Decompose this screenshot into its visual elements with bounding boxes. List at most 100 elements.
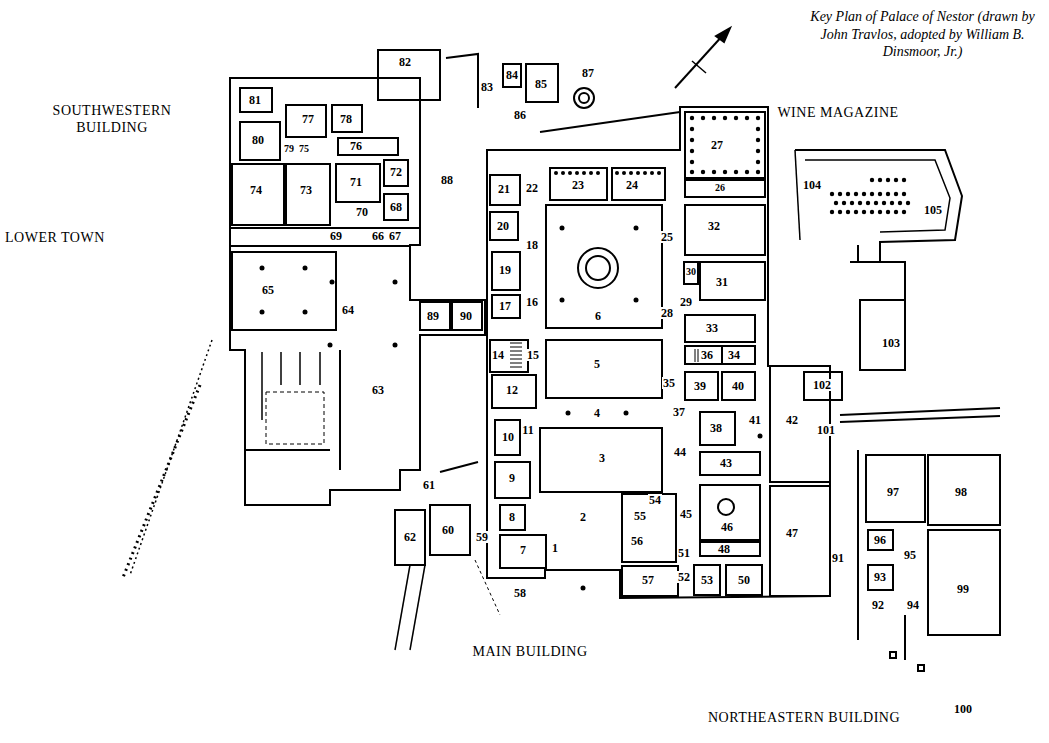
plan-dot	[629, 171, 633, 175]
plan-dot	[723, 116, 727, 120]
plan-dot	[902, 178, 906, 182]
plan-dot	[756, 170, 760, 174]
room-number: 101	[816, 424, 836, 436]
room-number: 27	[710, 139, 724, 151]
room-number: 50	[737, 574, 751, 586]
plan-dot	[575, 171, 579, 175]
room-number: 81	[248, 94, 262, 106]
plan-dot	[393, 280, 398, 285]
plan-dot	[690, 160, 694, 164]
room-number: 69	[329, 230, 343, 242]
room-number: 64	[341, 304, 355, 316]
plan-dot	[866, 201, 870, 205]
room-number: 95	[903, 549, 917, 561]
room-number: 24	[625, 179, 639, 191]
plan-dot	[830, 210, 834, 214]
plan-dot	[596, 171, 600, 175]
plan-dot	[260, 310, 265, 315]
room-number: 7	[519, 544, 527, 556]
plan-dot	[838, 210, 842, 214]
plan-dot	[756, 116, 760, 120]
plan-dot	[862, 192, 866, 196]
plan-dot	[328, 343, 333, 348]
room-number: 5	[593, 358, 601, 370]
plan-dot	[902, 192, 906, 196]
plan-dot	[554, 171, 558, 175]
room-number: 87	[581, 67, 595, 79]
plan-dot	[701, 116, 705, 120]
plan-title: Key Plan of Palace of Nestor (drawn by J…	[800, 8, 1045, 61]
room-number: 28	[660, 307, 674, 319]
room-number: 92	[871, 599, 885, 611]
room-number: 2	[579, 511, 587, 523]
plan-dot	[561, 171, 565, 175]
room-number: 75	[298, 144, 310, 154]
plan-dot	[582, 171, 586, 175]
room-number: 23	[571, 179, 585, 191]
room-number: 45	[679, 508, 693, 520]
room-number: 9	[508, 472, 516, 484]
plan-dot	[870, 210, 874, 214]
room-number: 44	[673, 446, 687, 458]
plan-dot	[850, 201, 854, 205]
plan-dot	[303, 310, 308, 315]
room-number: 4	[593, 407, 601, 419]
plan-dot	[657, 171, 661, 175]
room-number: 70	[355, 206, 369, 218]
room-number: 82	[398, 56, 412, 68]
plan-dot	[615, 171, 619, 175]
room-number: 71	[349, 176, 363, 188]
room-number: 104	[802, 179, 822, 191]
building-label: WINE MAGAZINE	[776, 106, 899, 120]
room-number: 83	[480, 81, 494, 93]
room-number: 8	[508, 511, 516, 523]
room-number: 98	[954, 486, 968, 498]
room-number: 25	[660, 231, 674, 243]
room-number: 91	[831, 552, 845, 564]
room-number: 21	[497, 183, 511, 195]
room-number: 10	[501, 431, 515, 443]
room-number: 19	[498, 264, 512, 276]
plan-dot	[894, 178, 898, 182]
room-number: 66	[371, 230, 385, 242]
plan-dot	[581, 586, 586, 591]
room-number: 57	[641, 574, 655, 586]
room-number: 54	[648, 494, 662, 506]
plan-dot	[723, 170, 727, 174]
plan-dot	[886, 210, 890, 214]
plan-dot	[886, 192, 890, 196]
plan-dot	[858, 201, 862, 205]
plan-dot	[894, 210, 898, 214]
plan-dot	[701, 170, 705, 174]
plan-dot	[846, 210, 850, 214]
plan-dot	[756, 149, 760, 153]
room-number: 61	[422, 479, 436, 491]
plan-dot	[260, 266, 265, 271]
plan-dot	[636, 171, 640, 175]
plan-dot	[886, 178, 890, 182]
room-number: 52	[677, 571, 691, 583]
room-number: 40	[731, 380, 745, 392]
plan-dot	[622, 171, 626, 175]
room-number: 89	[426, 310, 440, 322]
plan-dot	[890, 201, 894, 205]
room-number: 97	[886, 486, 900, 498]
plan-dot	[589, 171, 593, 175]
plan-dot	[690, 127, 694, 131]
plan-dot	[560, 298, 565, 303]
room-number: 31	[715, 276, 729, 288]
plan-dot	[734, 116, 738, 120]
plan-dot	[393, 343, 398, 348]
room-number: 102	[812, 379, 832, 391]
plan-dot	[690, 149, 694, 153]
room-number: 35	[662, 377, 676, 389]
plan-dot	[874, 201, 878, 205]
room-number: 20	[496, 220, 510, 232]
room-number: 103	[881, 337, 901, 349]
room-number: 12	[505, 384, 519, 396]
room-number: 38	[709, 422, 723, 434]
room-number: 74	[249, 184, 263, 196]
room-number: 90	[459, 310, 473, 322]
room-number: 63	[371, 384, 385, 396]
plan-dot	[690, 116, 694, 120]
